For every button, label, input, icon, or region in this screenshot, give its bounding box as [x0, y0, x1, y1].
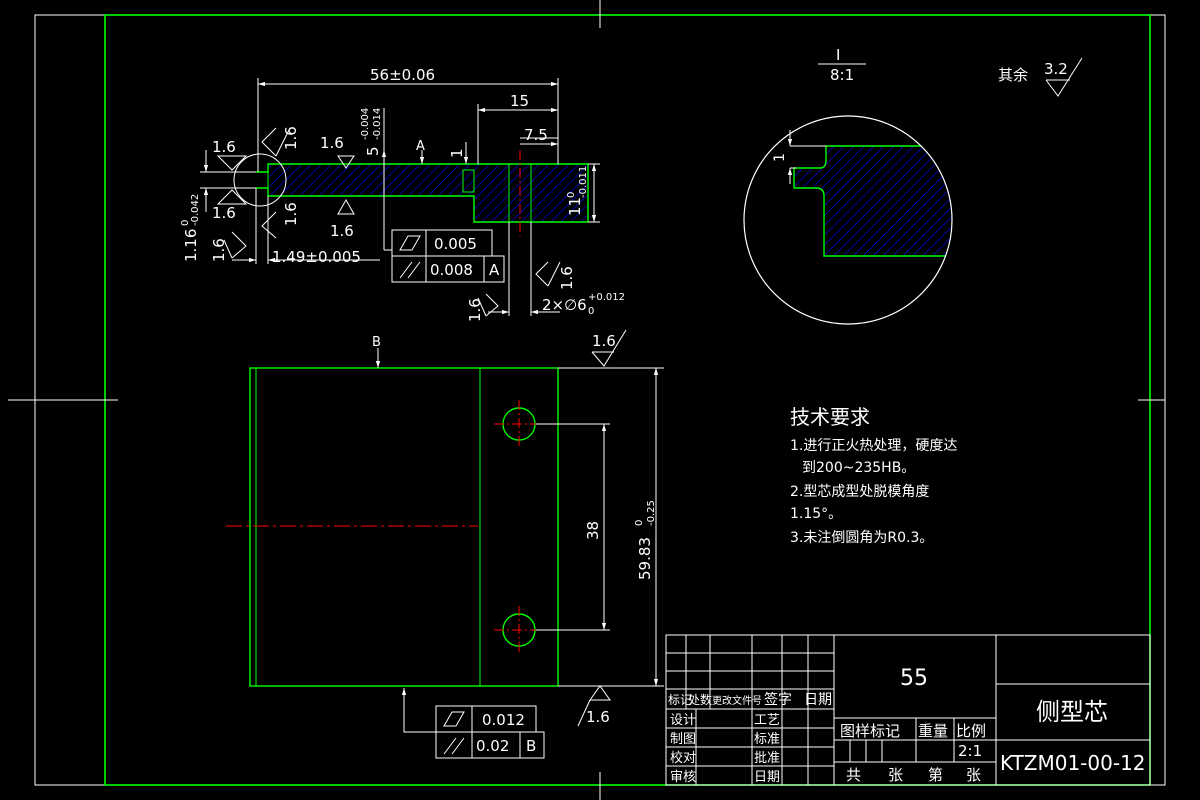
parallel-datum: B — [526, 737, 536, 755]
dim-hole-dia: 2×∅6 — [542, 296, 587, 314]
parallel-value: 0.008 — [430, 261, 473, 279]
detail-circle — [743, 115, 953, 325]
tech-req-title: 技术要求 — [790, 405, 870, 429]
attr-weight: 重量 — [918, 722, 948, 740]
roughness-value: 1.6 — [466, 298, 484, 322]
role-process: 工艺 — [754, 713, 780, 728]
role-check: 校对 — [670, 750, 696, 766]
role-date: 日期 — [754, 770, 780, 785]
datum-b-label: B — [372, 335, 381, 350]
dim-right-lower: -0.011 — [578, 166, 589, 198]
role-review: 审核 — [670, 770, 696, 785]
sheet-nth: 第 — [928, 766, 943, 784]
dim-tip-height: 1.16 — [182, 229, 200, 262]
detail-scale: 8:1 — [830, 66, 854, 84]
dim-slot-depth: 1 — [448, 148, 466, 158]
flatness-value: 0.012 — [482, 711, 525, 729]
dim-hole-tol-lower: 0 — [588, 306, 594, 317]
title-block: 55 侧型芯 KTZM01-00-12 2:1 标记 处数 更改文件号 签字 日… — [665, 634, 1151, 786]
dim-tip-lower: -0.042 — [190, 194, 201, 226]
header-date: 日期 — [804, 692, 832, 708]
roughness-bottom-value: 1.6 — [586, 708, 610, 726]
flatness-value: 0.005 — [434, 235, 477, 253]
roughness-top-value: 1.6 — [592, 332, 616, 350]
dim-thickness: 5 — [364, 146, 382, 156]
flatness-icon — [399, 235, 421, 251]
role-draw: 制图 — [670, 732, 696, 747]
dim-thickness-lower: -0.014 — [372, 108, 383, 140]
dim-step-length: 15 — [510, 92, 529, 110]
scale-value: 2:1 — [958, 742, 982, 760]
parallel-value: 0.02 — [476, 737, 509, 755]
rest-roughness: 其余 3.2 — [998, 57, 1083, 97]
plan-dimensions — [375, 329, 664, 733]
sheet-total: 共 — [846, 766, 861, 784]
parallel-icon — [399, 261, 421, 279]
roughness-value: 1.6 — [320, 134, 344, 152]
dim-overall-length: 56±0.06 — [370, 66, 435, 84]
detail-label: I — [836, 46, 840, 64]
section-dimensions — [200, 78, 600, 316]
gdt-frames-plan: 0.012 0.02 B — [435, 705, 545, 759]
detail-dim: 1 — [772, 153, 788, 162]
drawing-number: KTZM01-00-12 — [1000, 751, 1146, 775]
dim-thickness-upper: -0.004 — [360, 108, 371, 140]
rest-roughness-value: 3.2 — [1044, 60, 1068, 78]
role-approve: 批准 — [754, 751, 780, 766]
role-design: 设计 — [670, 713, 696, 728]
roughness-value: 1.6 — [212, 204, 236, 222]
header-docno: 更改文件号 — [712, 694, 762, 707]
attr-mark: 图样标记 — [840, 722, 900, 740]
header-mark: 标记 — [668, 693, 692, 707]
dim-right-thickness: 11 — [566, 197, 584, 216]
material-value: 55 — [900, 666, 928, 691]
tech-req-line: 到200~235HB。 — [802, 460, 915, 476]
role-standard: 标准 — [754, 732, 780, 747]
dim-hole-offset: 7.5 — [524, 126, 548, 144]
part-name: 侧型芯 — [1036, 698, 1108, 726]
datum-a-label: A — [416, 139, 425, 154]
dim-plan-height-lower: -0.25 — [646, 500, 657, 526]
dim-right-upper: 0 — [566, 192, 577, 198]
roughness-value: 1.6 — [282, 126, 300, 150]
section-body-hatch — [268, 164, 588, 222]
header-count: 处数 — [688, 692, 712, 707]
rest-roughness-label: 其余 — [998, 66, 1028, 84]
dim-plan-height-upper: 0 — [634, 520, 645, 526]
section-notch — [462, 169, 475, 193]
roughness-value: 1.6 — [330, 222, 354, 240]
tech-req-line: 1.15°。 — [790, 506, 842, 522]
flatness-icon — [443, 711, 465, 727]
dim-plan-height: 59.83 — [636, 537, 654, 580]
roughness-value: 1.6 — [282, 202, 300, 226]
parallel-datum: A — [489, 261, 500, 279]
detail-view: I 8:1 1 — [743, 46, 953, 325]
attr-scale: 比例 — [956, 722, 986, 740]
roughness-symbols-section — [216, 127, 561, 317]
roughness-value: 1.6 — [212, 138, 236, 156]
detail-section-hatch — [793, 145, 952, 257]
roughness-value: 1.6 — [558, 266, 576, 290]
header-sign: 签字 — [764, 691, 792, 708]
section-view — [233, 150, 589, 236]
sheet-unit: 张 — [888, 766, 903, 784]
roughness-value: 1.6 — [210, 238, 228, 262]
detail-circle-marker — [233, 153, 287, 207]
sheet-frame — [8, 0, 1166, 800]
dim-hole-spacing: 38 — [584, 521, 602, 540]
sheet-unit2: 张 — [966, 766, 981, 784]
plan-outline — [249, 367, 559, 687]
plan-view — [226, 367, 559, 687]
dim-tip-upper: 0 — [180, 220, 191, 226]
tech-req-line: 1.进行正火热处理，硬度达 — [790, 438, 957, 454]
roughness-icon — [1045, 57, 1083, 97]
tech-req-line: 2.型芯成型处脱模角度 — [790, 484, 929, 500]
parallel-icon — [443, 737, 465, 755]
dim-tip-length: 1.49±0.005 — [272, 248, 361, 266]
technical-requirements: 技术要求 1.进行正火热处理，硬度达 到200~235HB。 2.型芯成型处脱模… — [790, 405, 957, 546]
tech-req-line: 3.未注倒圆角为R0.3。 — [790, 530, 933, 546]
gdt-frames-section: 0.005 0.008 A — [391, 229, 505, 283]
dim-hole-tol-upper: +0.012 — [588, 292, 625, 303]
